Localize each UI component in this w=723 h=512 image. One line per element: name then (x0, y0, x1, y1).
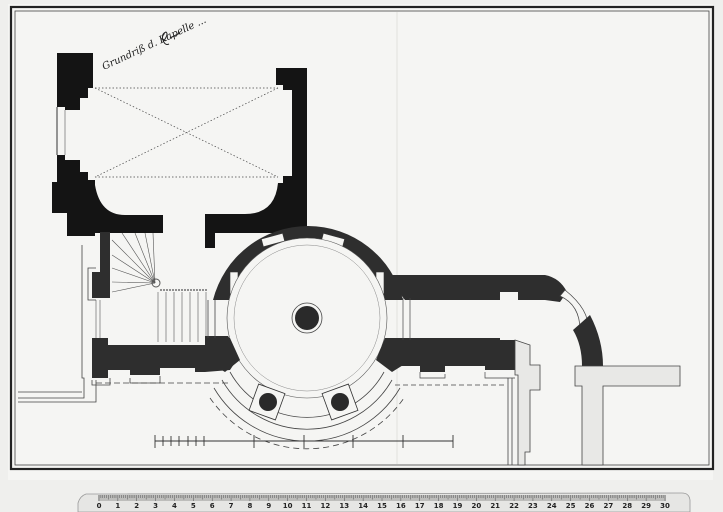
graphic-scale-bar (154, 435, 454, 448)
ruler-label: 10 (283, 502, 293, 510)
ruler-label: 30 (660, 502, 670, 510)
outer-thin-walls (18, 245, 230, 403)
ruler-label: 27 (604, 502, 614, 510)
ruler-label: 15 (377, 502, 387, 510)
ruler-label: 23 (528, 502, 538, 510)
ruler-label: 17 (415, 502, 425, 510)
ruler-label: 14 (358, 502, 368, 510)
ruler-label: 7 (229, 502, 234, 510)
rotunda (205, 226, 408, 450)
ruler-label: 26 (585, 502, 595, 510)
ruler-label: 12 (321, 502, 331, 510)
ruler-label: 9 (266, 502, 271, 510)
ruler-label: 5 (191, 502, 196, 510)
upper-room-walls (52, 53, 307, 248)
ruler-label: 11 (302, 502, 312, 510)
stairwell (92, 232, 207, 342)
ruler-label: 1 (115, 502, 120, 510)
ruler-label: 18 (434, 502, 444, 510)
ruler-label: 6 (210, 502, 215, 510)
ruler-label: 20 (471, 502, 481, 510)
ruler-label: 21 (490, 502, 500, 510)
sheet-border (9, 5, 715, 471)
ruler-label: 29 (641, 502, 651, 510)
ruler-label: 24 (547, 502, 557, 510)
ruler-label: 28 (622, 502, 632, 510)
lower-left-walls (92, 336, 240, 378)
ruler-label: 19 (453, 502, 463, 510)
portico-columns (248, 383, 359, 421)
east-corridor (385, 275, 681, 466)
ruler-label: 13 (339, 502, 349, 510)
ruler-label: 22 (509, 502, 519, 510)
ruler-label: 3 (153, 502, 158, 510)
ruler-label: 16 (396, 502, 406, 510)
ruler-label: 4 (172, 502, 177, 510)
ruler-label: 0 (97, 502, 102, 510)
ruler-label: 8 (247, 502, 252, 510)
ruler-label: 2 (134, 502, 139, 510)
ruler-label: 25 (566, 502, 576, 510)
vault-lines (94, 87, 279, 178)
